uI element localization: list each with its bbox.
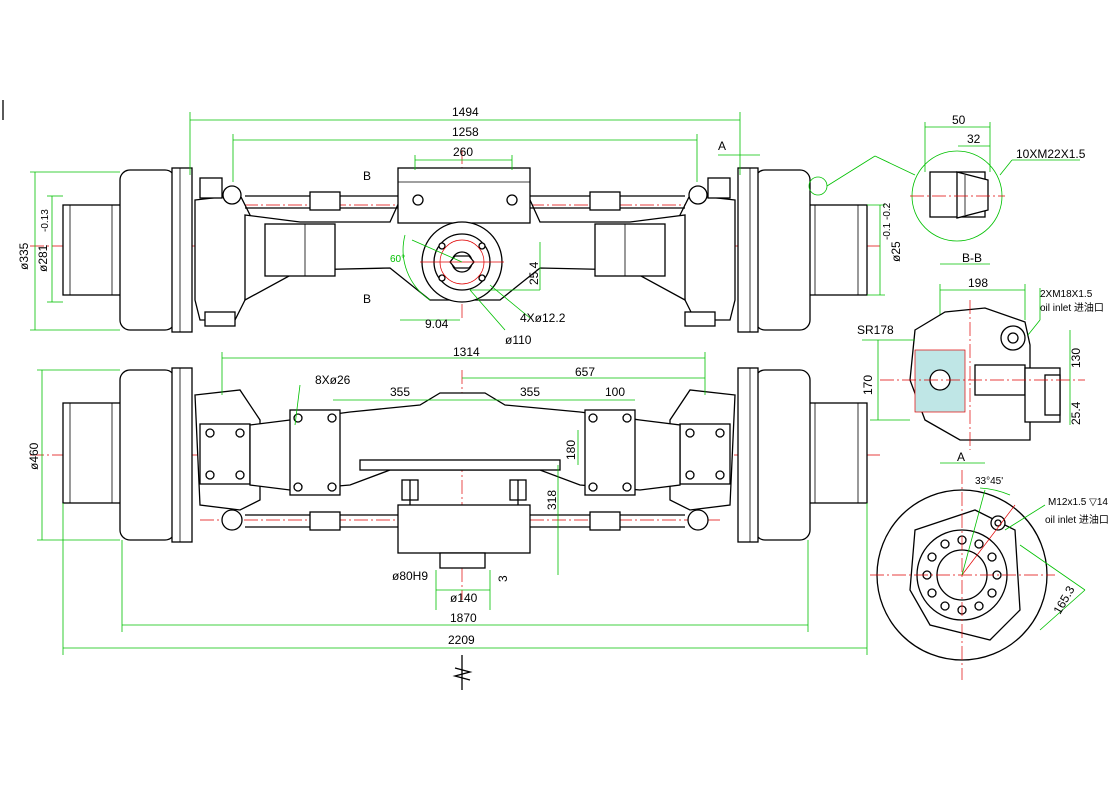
sr-178: SR178 bbox=[857, 323, 894, 337]
dim-25-4-top: 25.4 bbox=[527, 261, 541, 285]
dim-170: 170 bbox=[861, 375, 875, 395]
oil-inlet-2: oil inlet 进油口 bbox=[1045, 513, 1109, 526]
section-b-mark-bottom: B bbox=[363, 292, 371, 306]
dim-3: 3 bbox=[496, 575, 510, 582]
detail-thread-view bbox=[808, 122, 1080, 242]
dim-318: 318 bbox=[545, 490, 559, 510]
thread-top: 10XM22X1.5 bbox=[1016, 147, 1086, 161]
dim-holes8: 8Xø26 bbox=[315, 373, 351, 387]
dim-1870: 1870 bbox=[450, 611, 477, 625]
dim-80: ø80H9 bbox=[392, 569, 428, 583]
dim-25-4-side: 25.4 bbox=[1069, 401, 1083, 425]
dim-140: ø140 bbox=[450, 591, 478, 605]
dim-281: ø281 bbox=[36, 244, 50, 272]
section-b-mark-top: B bbox=[363, 169, 371, 183]
dim-180: 180 bbox=[564, 440, 578, 460]
thread-bb: 2XM18X1.5 bbox=[1040, 289, 1093, 300]
dim-25: ø25 bbox=[889, 241, 903, 262]
view-a-title: A bbox=[957, 450, 965, 464]
oil-inlet-1: oil inlet 进油口 bbox=[1040, 301, 1104, 314]
front-dimensions bbox=[37, 352, 868, 690]
dim-260: 260 bbox=[453, 145, 473, 159]
dim-281-tol: -0.13 bbox=[40, 209, 51, 232]
bolt-circle bbox=[922, 535, 1002, 615]
section-bb-title: B-B bbox=[962, 251, 982, 265]
dim-50: 50 bbox=[952, 113, 966, 127]
top-dimensions bbox=[30, 112, 885, 331]
dim-100: 100 bbox=[605, 385, 625, 399]
angle-60: 60° bbox=[390, 254, 405, 265]
dim-198: 198 bbox=[968, 276, 988, 290]
dim-2209: 2209 bbox=[448, 633, 475, 647]
dim-110: ø110 bbox=[505, 333, 532, 347]
section-a-mark: A bbox=[718, 139, 726, 153]
section-bb-view bbox=[862, 263, 1085, 450]
dim-holes4: 4Xø12.2 bbox=[520, 311, 566, 325]
dim-1258: 1258 bbox=[452, 125, 479, 139]
view-a bbox=[870, 462, 1086, 680]
thread-a: M12x1.5 ▽14 bbox=[1048, 497, 1108, 508]
front-view bbox=[30, 367, 880, 600]
dim-1314: 1314 bbox=[453, 345, 480, 359]
dim-657: 657 bbox=[575, 365, 595, 379]
dim-335: ø335 bbox=[17, 242, 31, 270]
dim-25-tol: -0.1 -0.2 bbox=[882, 202, 893, 240]
dim-460: ø460 bbox=[27, 442, 41, 470]
top-view bbox=[30, 150, 880, 333]
dim-1494: 1494 bbox=[452, 105, 479, 119]
dim-32: 32 bbox=[967, 132, 981, 146]
dim-355a: 355 bbox=[390, 385, 410, 399]
angle-33: 33°45' bbox=[975, 476, 1003, 487]
dim-9-04: 9.04 bbox=[425, 317, 449, 331]
dim-130: 130 bbox=[1069, 348, 1083, 368]
dim-355b: 355 bbox=[520, 385, 540, 399]
